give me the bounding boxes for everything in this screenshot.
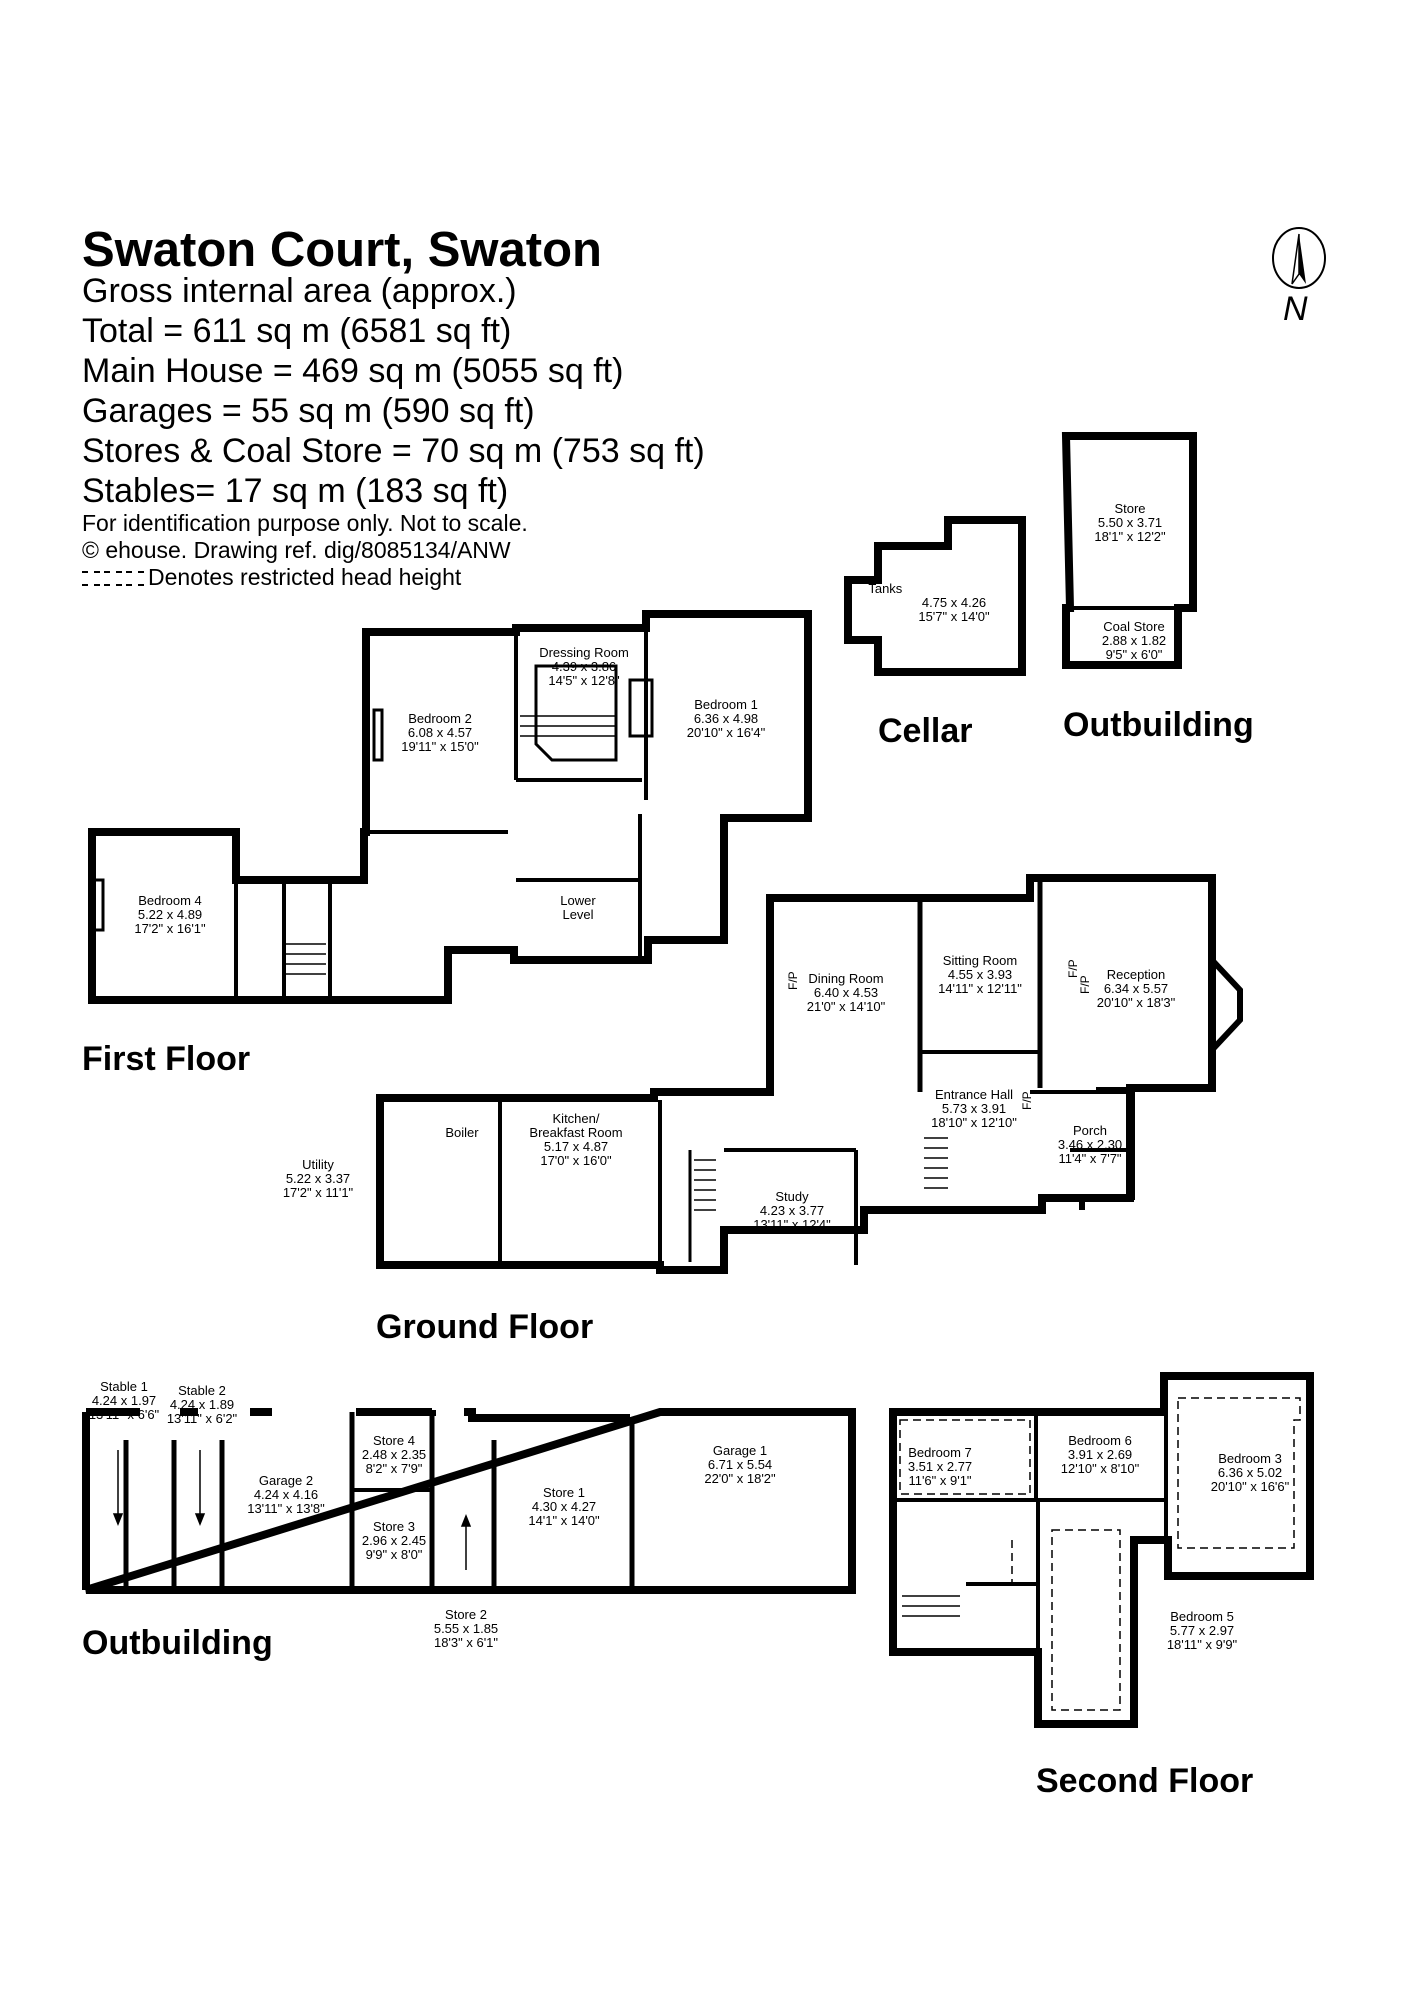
dashed-line-icon — [104, 571, 122, 587]
floor-label-outbuilding-bottom: Outbuilding — [82, 1624, 273, 1662]
legend-label: Denotes restricted head height — [148, 564, 462, 590]
fireplace-label-entrance: F/P — [1020, 1091, 1034, 1110]
floor-label-ground: Ground Floor — [376, 1308, 594, 1346]
floor-label-cellar: Cellar — [878, 712, 973, 750]
cellar-walls — [844, 516, 1026, 676]
area-garages: Garages = 55 sq m (590 sq ft) — [82, 392, 535, 430]
fireplace-label-dining: F/P — [786, 971, 800, 990]
property-title: Swaton Court, Swaton — [82, 223, 602, 277]
copyright-note: © ehouse. Drawing ref. dig/8085134/ANW — [82, 537, 511, 563]
gross-internal-area: Gross internal area (approx.) — [82, 272, 517, 310]
outbuilding-bottom-walls — [84, 1408, 856, 1594]
second-floor-walls — [889, 1372, 1314, 1728]
floor-label-second: Second Floor — [1036, 1762, 1254, 1800]
fireplace-label-reception: F/P — [1078, 975, 1092, 994]
disclaimer-note: For identification purpose only. Not to … — [82, 510, 528, 536]
floor-label-outbuilding-top: Outbuilding — [1063, 706, 1254, 744]
dashed-line-icon — [82, 571, 100, 587]
floor-label-first: First Floor — [82, 1040, 251, 1078]
north-label: N — [1283, 290, 1308, 328]
area-stores: Stores & Coal Store = 70 sq m (753 sq ft… — [82, 432, 705, 470]
legend: Denotes restricted head height — [82, 564, 461, 591]
dashed-line-icon — [126, 571, 144, 587]
north-arrow-icon — [1272, 227, 1326, 289]
ground-floor-walls — [376, 874, 1216, 1274]
room-boiler: Boiler — [445, 1125, 479, 1140]
first-floor-walls — [88, 610, 812, 1004]
area-total: Total = 611 sq m (6581 sq ft) — [82, 312, 512, 350]
area-main-house: Main House = 469 sq m (5055 sq ft) — [82, 352, 624, 390]
area-stables: Stables= 17 sq m (183 sq ft) — [82, 472, 509, 510]
